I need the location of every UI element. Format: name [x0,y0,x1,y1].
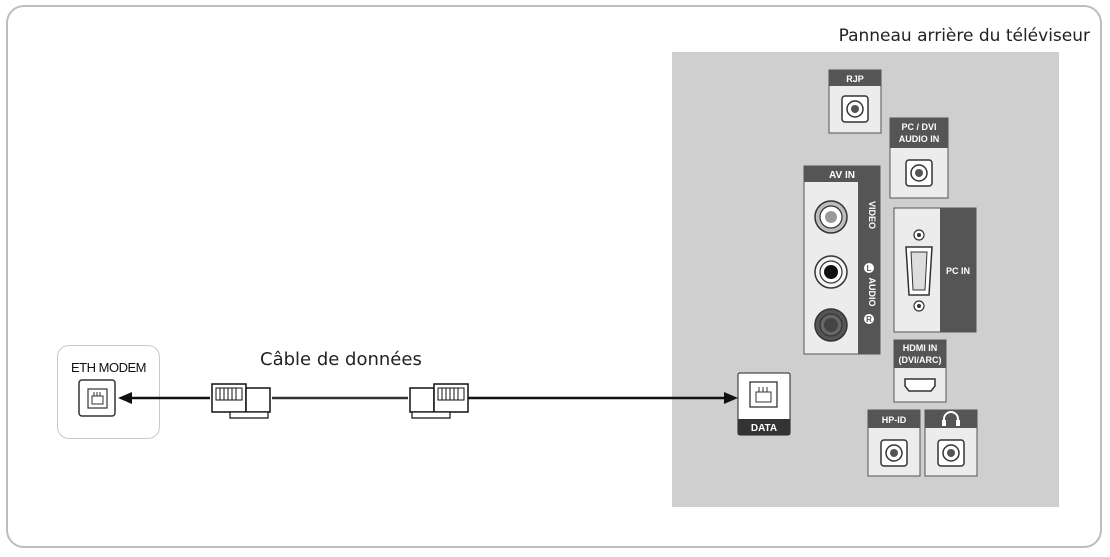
cable-arrow-left [118,392,132,404]
headphone-icon [942,411,960,426]
audio-r-label: R [866,315,872,324]
rjp-port: RJP [828,69,882,134]
hp-id-label: HP-ID [882,415,907,425]
pc-dvi-label-line1: PC / DVI [901,122,936,132]
pc-dvi-label-line2: AUDIO IN [899,134,940,144]
cable-arrow-right [724,392,738,404]
rjp-label: RJP [846,74,864,84]
diagram-title: Panneau arrière du téléviseur [838,26,1090,46]
pc-dvi-audio-in-port: PC / DVI AUDIO IN [889,117,949,199]
hdmi-label-line2: (DVI/ARC) [899,355,942,365]
data-port: DATA [737,372,791,436]
audio-r-jack-icon [814,308,848,342]
eth-modem: ETH MODEM [57,345,160,439]
pc-in-label: PC IN [946,266,970,276]
modem-label: ETH MODEM [71,360,146,375]
rj45-plug-right-icon [409,383,469,419]
audio-label: AUDIO [867,278,877,307]
audio-l-jack-icon [814,255,848,289]
video-label: VIDEO [867,201,877,229]
hdmi-label-line1: HDMI IN [903,343,938,353]
cable-label: Câble de données [260,349,422,370]
rj45-plug-left-icon [211,383,271,419]
modem-ethernet-port-icon [78,379,116,417]
hdmi-in-port: HDMI IN (DVI/ARC) [893,339,947,403]
data-port-label: DATA [751,423,777,434]
hp-id-port: HP-ID [867,409,921,477]
audio-l-label: L [867,264,872,273]
av-in-ports: AV IN VIDEO L AUDIO R [803,165,881,355]
av-in-label: AV IN [829,170,855,181]
headphone-port [924,409,978,477]
video-jack-icon [814,200,848,234]
pc-in-port: PC IN [893,207,977,333]
